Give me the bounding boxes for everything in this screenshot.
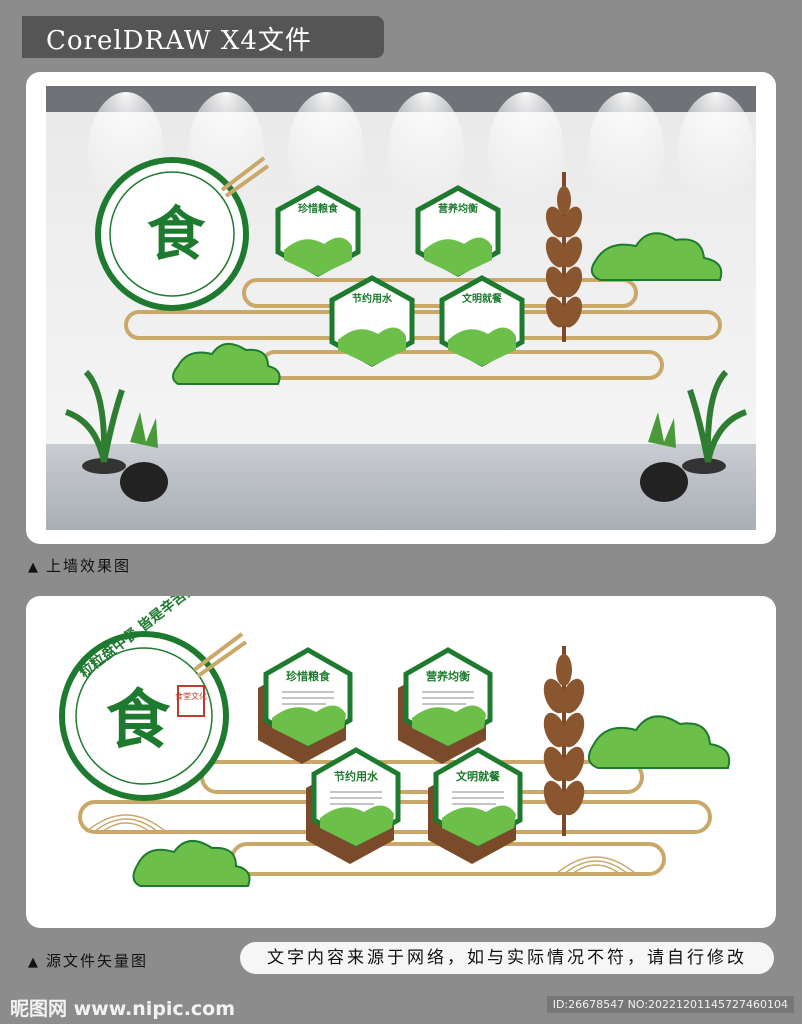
header-title: CorelDRAW X4文件 — [46, 26, 312, 56]
board-title: 珍惜粮食 — [286, 669, 331, 683]
wall-render-panel: 食 珍惜粮食 营养均衡 节约用水 文明就餐 — [26, 72, 776, 544]
image-id: ID:26678547 NO:20221201145727460104 — [546, 996, 794, 1013]
triangle-icon: ▲ — [28, 955, 40, 970]
site-logo: 昵图网 www.nipic.com — [10, 998, 236, 1020]
vector-source-image: 粒粒盘中餐 皆是辛苦换 食 食堂文化 珍惜粮食 营养均衡 节约用水 — [59, 596, 731, 887]
medallion-main-char: 食 — [147, 200, 206, 268]
seal-text: 食堂文化 — [175, 691, 207, 701]
vector-caption: ▲ 源文件矢量图 — [28, 950, 148, 971]
board-title-render: 珍惜粮食 — [298, 202, 339, 215]
vector-caption-text: 源文件矢量图 — [46, 952, 149, 970]
medallion-main-char-vector: 食 — [106, 683, 171, 758]
seal-stamp — [177, 685, 205, 717]
board-title: 节约用水 — [334, 769, 379, 783]
triangle-icon: ▲ — [28, 560, 40, 575]
board-title-render: 文明就餐 — [462, 292, 503, 305]
render-caption-text: 上墙效果图 — [46, 557, 132, 575]
render-caption: ▲ 上墙效果图 — [28, 555, 131, 576]
board-title-render: 节约用水 — [352, 292, 393, 305]
vector-source-panel: 粒粒盘中餐 皆是辛苦换 食 食堂文化 珍惜粮食 营养均衡 节约用水 — [26, 596, 776, 928]
disclaimer-notice: 文字内容来源于网络，如与实际情况不符，请自行修改 — [240, 942, 774, 974]
header-tab — [22, 16, 384, 58]
board-title: 文明就餐 — [456, 769, 501, 783]
wall-render-image: 食 珍惜粮食 营养均衡 节约用水 文明就餐 — [46, 86, 756, 530]
board-title-render: 营养均衡 — [438, 202, 478, 215]
board-title: 营养均衡 — [426, 669, 470, 683]
